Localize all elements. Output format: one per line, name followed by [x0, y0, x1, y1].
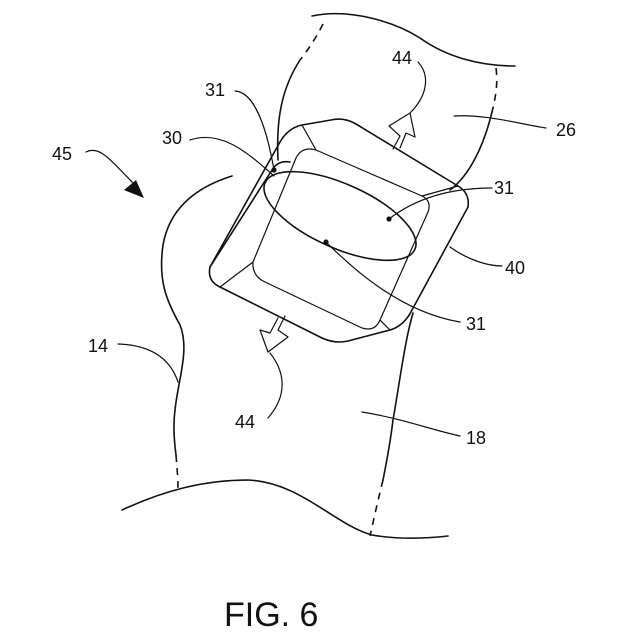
figure-caption: FIG. 6 — [224, 596, 318, 634]
label-14: 14 — [88, 336, 108, 356]
label-31-top: 31 — [205, 80, 225, 100]
label-31-right: 31 — [494, 178, 514, 198]
label-40: 40 — [505, 258, 525, 278]
label-18: 18 — [466, 428, 486, 448]
left-body-outline — [162, 176, 232, 488]
label-30: 30 — [162, 128, 182, 148]
arrow-44-up — [389, 113, 415, 149]
pad-device — [209, 119, 468, 342]
label-26: 26 — [556, 120, 576, 140]
label-31-bottom: 31 — [466, 314, 486, 334]
lower-body-outline — [122, 313, 448, 538]
arrow-44-down — [260, 316, 288, 352]
leader-lines — [118, 62, 546, 436]
ellipse-30 — [252, 153, 428, 278]
label-44-top: 44 — [392, 48, 412, 68]
upper-body-outline — [278, 14, 515, 190]
label-45: 45 — [52, 144, 72, 164]
arrow-45 — [86, 150, 144, 198]
label-44-bottom: 44 — [235, 412, 255, 432]
